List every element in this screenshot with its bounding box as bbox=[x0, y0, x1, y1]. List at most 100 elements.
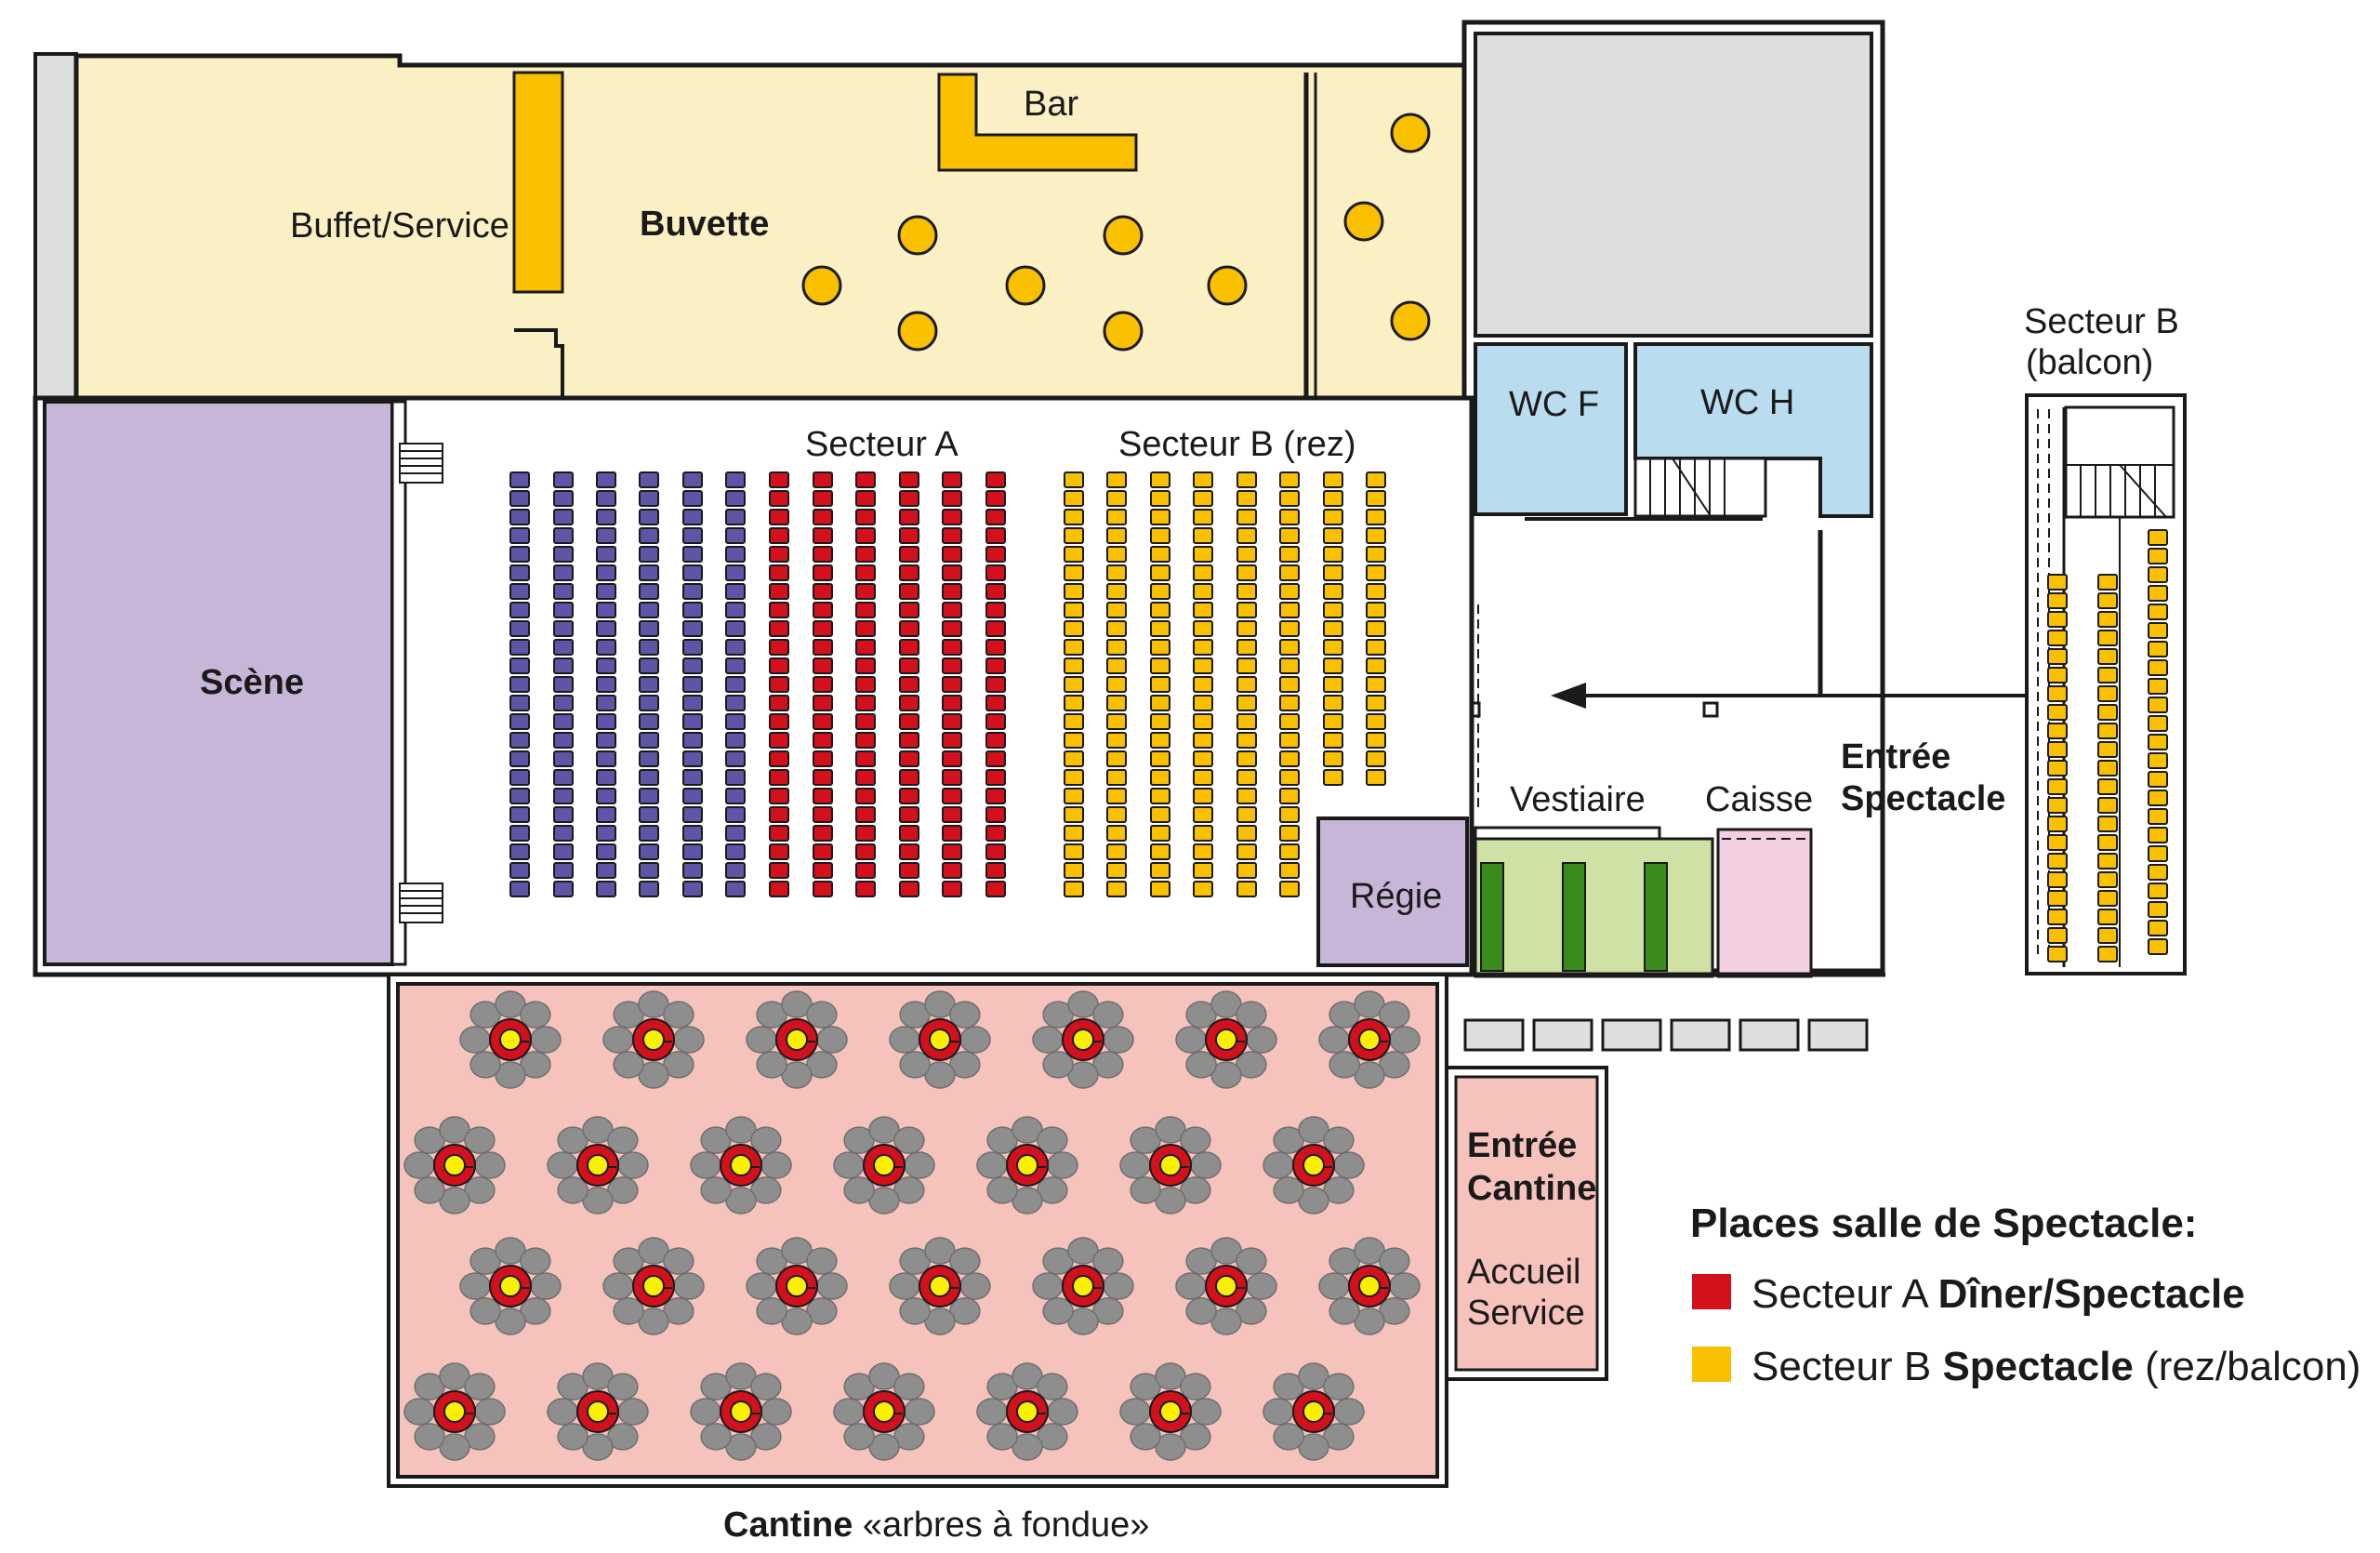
seat bbox=[1236, 564, 1257, 581]
accueil-label-2: Service bbox=[1467, 1294, 1585, 1333]
legend-item-a-prefix: Secteur A bbox=[1752, 1271, 1938, 1317]
seat bbox=[596, 564, 616, 581]
seat bbox=[725, 862, 746, 879]
fondue-table bbox=[690, 1362, 792, 1461]
seat bbox=[769, 862, 789, 879]
seat bbox=[682, 881, 703, 897]
seat bbox=[813, 509, 833, 525]
seat bbox=[509, 676, 530, 693]
secteur-b-balcon-label-1: Secteur B bbox=[2024, 302, 2179, 341]
seat bbox=[1150, 546, 1170, 563]
seat bbox=[1064, 509, 1084, 525]
seat bbox=[1236, 862, 1257, 879]
legend: Places salle de Spectacle: Secteur A Dîn… bbox=[1690, 1201, 2360, 1389]
seat bbox=[596, 620, 616, 637]
wc-f-label: WC F bbox=[1509, 385, 1599, 424]
seat bbox=[813, 546, 833, 563]
seat bbox=[1279, 881, 1300, 897]
balcon-seat bbox=[2148, 938, 2168, 955]
seat bbox=[813, 695, 833, 711]
vestiaire-room bbox=[1474, 837, 1714, 978]
balcon-stair bbox=[2064, 405, 2175, 519]
seat bbox=[769, 825, 789, 842]
seat bbox=[855, 862, 876, 879]
legend-item-a: Secteur A Dîner/Spectacle bbox=[1752, 1271, 2245, 1317]
seat bbox=[1279, 509, 1300, 525]
seat bbox=[639, 676, 659, 693]
fondue-pot-center bbox=[1159, 1400, 1182, 1423]
seat bbox=[1279, 788, 1300, 804]
balcon-seat bbox=[2047, 909, 2068, 925]
seat bbox=[596, 639, 616, 656]
seat bbox=[769, 843, 789, 860]
buvette-area bbox=[73, 53, 1474, 403]
seat bbox=[1323, 713, 1343, 730]
seat bbox=[1236, 806, 1257, 823]
seat bbox=[942, 509, 962, 525]
seat bbox=[813, 843, 833, 860]
seat bbox=[1064, 769, 1084, 786]
seat bbox=[899, 564, 919, 581]
seat bbox=[813, 490, 833, 507]
seat bbox=[899, 546, 919, 563]
seat bbox=[1106, 881, 1127, 897]
seat bbox=[1279, 657, 1300, 674]
seat bbox=[985, 657, 1006, 674]
seat bbox=[1064, 490, 1084, 507]
fondue-chair bbox=[557, 1176, 588, 1204]
seat bbox=[682, 713, 703, 730]
seat bbox=[855, 639, 876, 656]
seat bbox=[682, 657, 703, 674]
seat bbox=[1366, 620, 1386, 637]
fondue-chair bbox=[464, 1373, 496, 1400]
fondue-chair bbox=[700, 1176, 732, 1204]
seat bbox=[1193, 509, 1213, 525]
balcon-seat bbox=[2148, 697, 2168, 713]
fondue-table bbox=[1263, 1362, 1365, 1461]
seat bbox=[1279, 490, 1300, 507]
legend-item-b-suffix: (rez/balcon) bbox=[2134, 1344, 2361, 1389]
balcon-seat bbox=[2097, 778, 2118, 795]
seat bbox=[1323, 490, 1343, 507]
seat bbox=[639, 732, 659, 749]
seat bbox=[1323, 695, 1343, 711]
seat bbox=[855, 583, 876, 600]
fondue-chair bbox=[1103, 1026, 1134, 1054]
seat bbox=[1150, 471, 1170, 488]
fondue-chair bbox=[1092, 1247, 1124, 1275]
seat bbox=[553, 769, 574, 786]
seat bbox=[1150, 602, 1170, 618]
accueil-label-1: Accueil bbox=[1467, 1253, 1581, 1292]
seat bbox=[813, 750, 833, 767]
fondue-table bbox=[1175, 990, 1277, 1089]
seat bbox=[1193, 713, 1213, 730]
bar-table bbox=[801, 265, 842, 306]
seat bbox=[985, 695, 1006, 711]
fondue-pot-center bbox=[499, 1275, 522, 1297]
seat bbox=[725, 788, 746, 804]
seat bbox=[1150, 657, 1170, 674]
seat bbox=[1323, 639, 1343, 656]
seat bbox=[813, 713, 833, 730]
fondue-table bbox=[403, 1116, 506, 1215]
seat bbox=[1236, 825, 1257, 842]
seat bbox=[1279, 564, 1300, 581]
seat bbox=[596, 713, 616, 730]
fondue-chair bbox=[1185, 1297, 1217, 1325]
seat bbox=[682, 769, 703, 786]
seat bbox=[1064, 713, 1084, 730]
seat bbox=[985, 862, 1006, 879]
seat bbox=[855, 509, 876, 525]
balcon-seat bbox=[2047, 611, 2068, 628]
seat bbox=[942, 788, 962, 804]
cantine-caption-rest bbox=[853, 1506, 863, 1545]
seat bbox=[725, 806, 746, 823]
seat bbox=[1150, 769, 1170, 786]
seat bbox=[1366, 546, 1386, 563]
seat bbox=[1193, 750, 1213, 767]
fondue-chair bbox=[1263, 1398, 1294, 1426]
seat bbox=[1236, 769, 1257, 786]
seat bbox=[942, 750, 962, 767]
seat bbox=[1323, 564, 1343, 581]
seat bbox=[639, 546, 659, 563]
